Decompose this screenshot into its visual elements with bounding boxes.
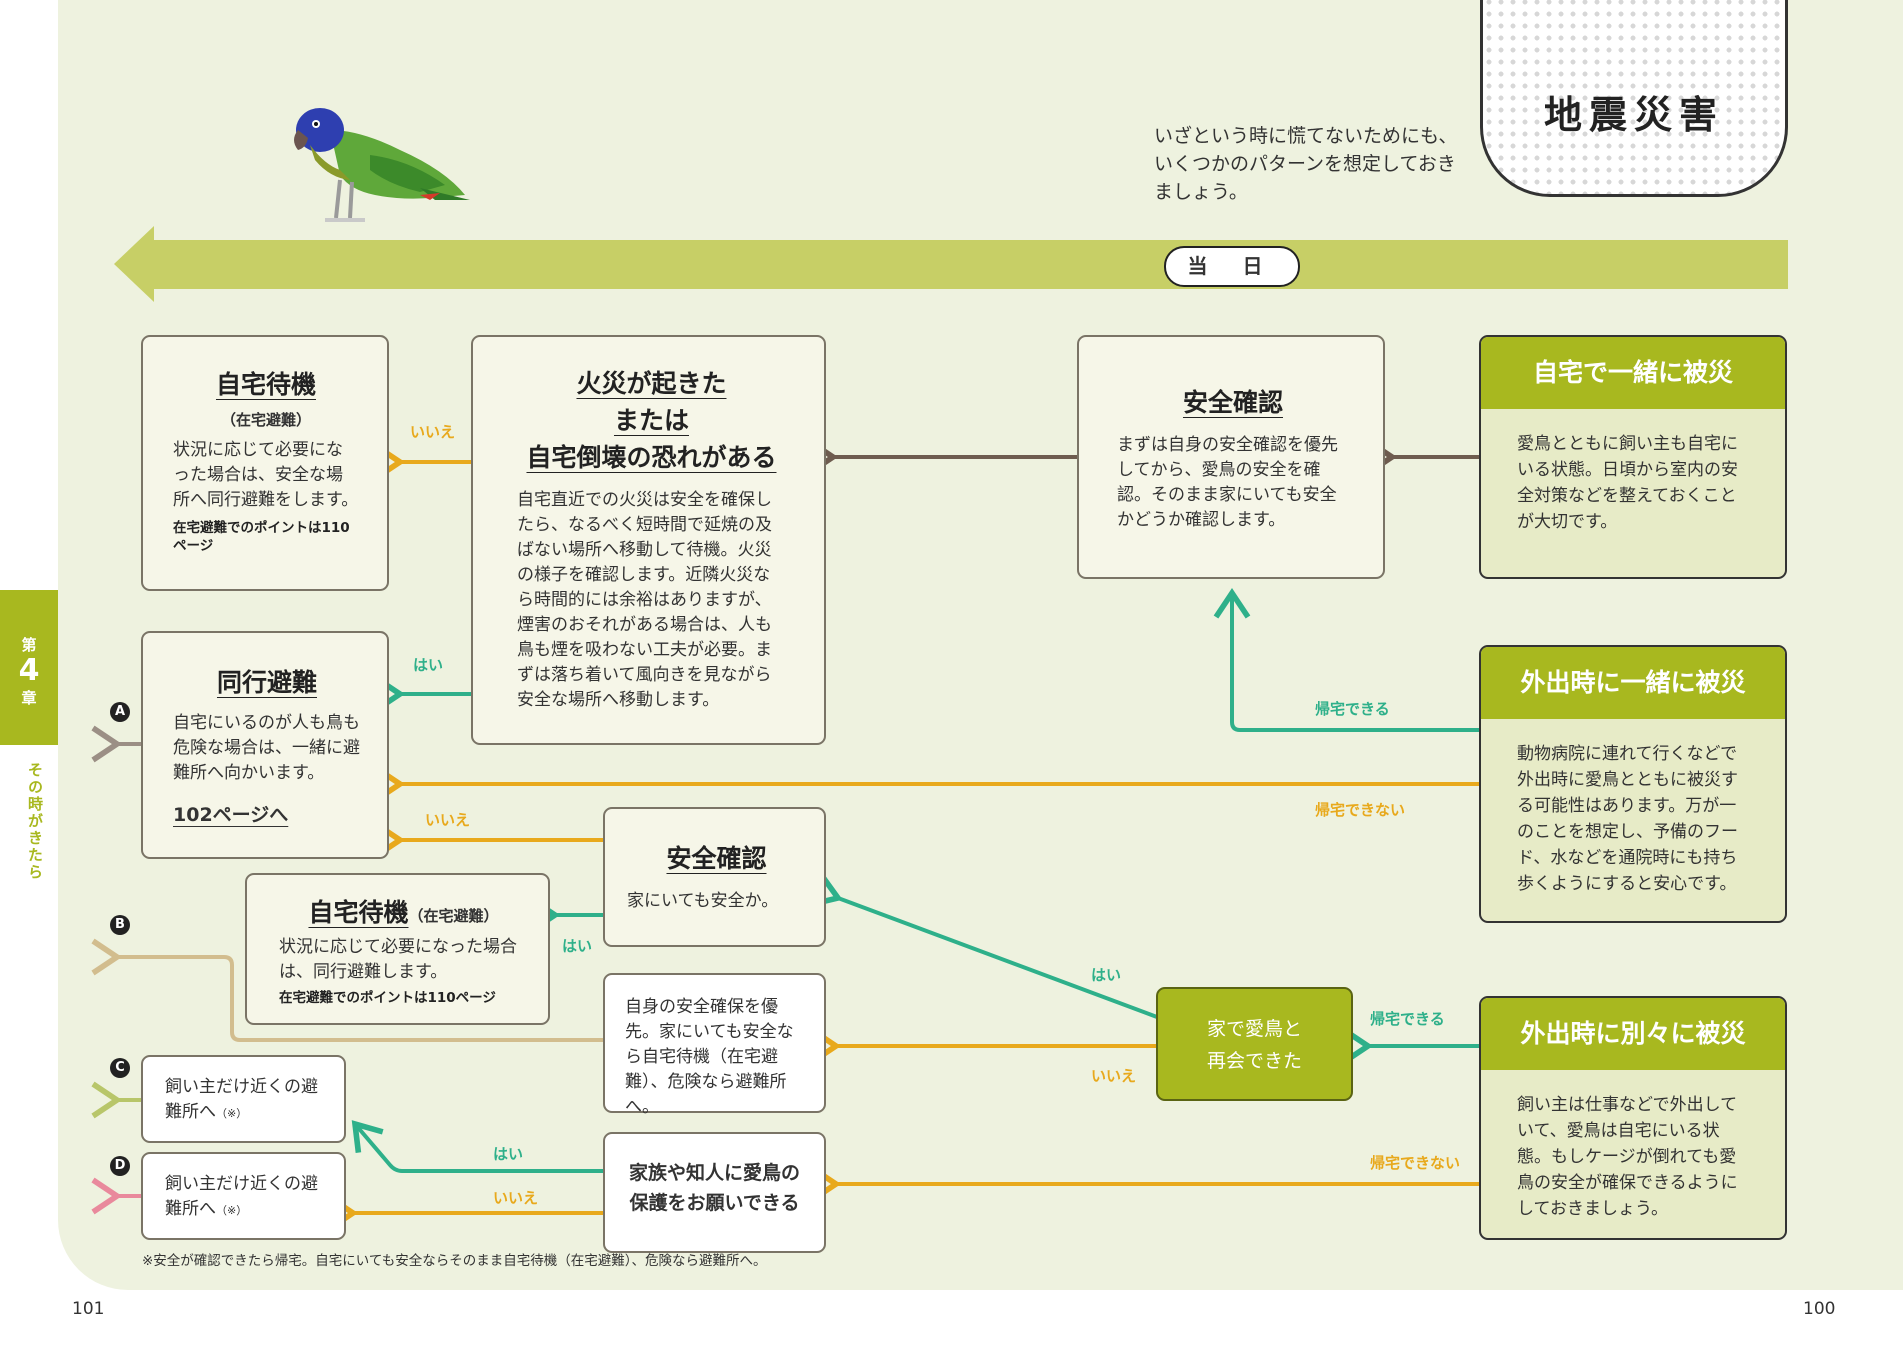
home-wait-note: 在宅避難でのポイントは110ページ (173, 520, 350, 554)
label-yes: はい (413, 656, 444, 674)
label-no: いいえ (493, 1189, 539, 1207)
shelter-c-mark: （※） (216, 1107, 248, 1120)
safety-check-text: まずは自身の安全確認を優先してから、愛鳥の安全を確認。そのまま家にいても安全かど… (1117, 435, 1338, 530)
fire-text: 自宅直近での火災は安全を確保したら、なるべく短時間で延焼の及ばない場所へ移動して… (517, 490, 772, 710)
home-wait-2-box: 自宅待機（在宅避難） 状況に応じて必要になった場合は、同行避難します。 在宅避難… (245, 873, 550, 1025)
shelter-c-box: 飼い主だけ近くの避難所へ（※） (141, 1055, 346, 1143)
label-can-return: 帰宅できる (1315, 700, 1390, 718)
chapter-prefix: 第 (21, 636, 37, 654)
home-wait-2-sub: （在宅避難） (408, 907, 499, 925)
fire-title-1: 火災が起きた (576, 369, 727, 398)
scenario-outing-together: 外出時に一緒に被災 動物病院に連れて行くなどで外出時に愛鳥とともに被災する可能性… (1479, 645, 1787, 923)
fire-box: 火災が起きた または 自宅倒壊の恐れがある 自宅直近での火災は安全を確保したら、… (471, 335, 826, 745)
page-title: 地震災害 (1543, 93, 1724, 137)
scenario-text: 飼い主は仕事などで外出していて、愛鳥は自宅にいる状態。もしケージが倒れても愛鳥の… (1517, 1095, 1738, 1219)
marker-d: D (110, 1156, 130, 1176)
family-line-2: 保護をお願いできる (629, 1192, 800, 1214)
intro-text: いざという時に慌てないためにも、いくつかのパターンを想定しておきましょう。 (1154, 125, 1458, 203)
footnote: ※安全が確認できたら帰宅。自宅にいても安全ならそのまま自宅待機（在宅避難）、危険… (142, 1253, 767, 1269)
safety-check-mid-text: 家にいても安全か。 (627, 891, 779, 911)
safety-check-box: 安全確認 まずは自身の安全確認を優先してから、愛鳥の安全を確認。そのまま家にいて… (1077, 335, 1385, 579)
scenario-title: 自宅で一緒に被災 (1481, 337, 1785, 409)
shelter-d-mark: （※） (216, 1204, 248, 1217)
home-wait-sub: （在宅避難） (220, 411, 311, 429)
reunion-box: 家で愛鳥と 再会できた (1156, 987, 1353, 1101)
home-wait-2-title: 自宅待機 (308, 898, 409, 927)
page-number-left: 101 (72, 1299, 105, 1319)
home-wait-text: 状況に応じて必要になった場合は、安全な場所へ同行避難をします。 (173, 440, 359, 510)
label-can-return: 帰宅できる (1370, 1010, 1445, 1028)
chapter-tab[interactable]: 第 4 章 (0, 590, 58, 745)
marker-c: C (110, 1058, 130, 1078)
scenario-text: 愛鳥とともに飼い主も自宅にいる状態。日頃から室内の安全対策などを整えておくことが… (1517, 434, 1738, 532)
scenario-outing-separate: 外出時に別々に被災 飼い主は仕事などで外出していて、愛鳥は自宅にいる状態。もしケ… (1479, 996, 1787, 1240)
timeline-day-label: 当 日 (1164, 246, 1300, 287)
reunion-line-2: 再会できた (1206, 1050, 1302, 1072)
shelter-d-box: 飼い主だけ近くの避難所へ（※） (141, 1152, 346, 1240)
label-no: いいえ (1091, 1067, 1137, 1085)
timeline-bar (148, 240, 1788, 289)
safety-check-title: 安全確認 (1182, 388, 1283, 417)
evacuation-page-link[interactable]: 102ページへ (173, 804, 289, 826)
timeline-arrow-head (114, 226, 154, 302)
scenario-text: 動物病院に連れて行くなどで外出時に愛鳥とともに被災する可能性はあります。万が一の… (1517, 744, 1738, 894)
label-cannot-return: 帰宅できない (1370, 1154, 1461, 1172)
chapter-number: 4 (18, 653, 40, 688)
label-no: いいえ (425, 811, 471, 829)
safety-check-mid-box: 安全確認 家にいても安全か。 (603, 807, 826, 947)
scenario-title: 外出時に別々に被災 (1481, 998, 1785, 1070)
label-yes: はい (1091, 966, 1122, 984)
shelter-d-text: 飼い主だけ近くの避難所へ (165, 1174, 318, 1219)
evacuation-box: 同行避難 自宅にいるのが人も鳥も危険な場合は、一緒に避難所へ向かいます。 102… (141, 631, 389, 859)
safety-check-mid-title: 安全確認 (666, 844, 767, 873)
label-yes: はい (493, 1145, 524, 1163)
shelter-c-text: 飼い主だけ近くの避難所へ (165, 1077, 318, 1122)
home-wait-2-note: 在宅避難でのポイントは110ページ (279, 990, 496, 1006)
scenario-home-together: 自宅で一緒に被災 愛鳥とともに飼い主も自宅にいる状態。日頃から室内の安全対策など… (1479, 335, 1787, 579)
parrot-illustration (294, 108, 470, 222)
fire-title-3: 自宅倒壊の恐れがある (526, 443, 777, 472)
self-safety-box: 自身の安全確保を優先。家にいても安全なら自宅待機（在宅避難）、危険なら避難所へ。 (603, 973, 826, 1117)
chapter-suffix: 章 (21, 689, 37, 707)
label-no: いいえ (410, 423, 456, 441)
page-number-right: 100 (1803, 1299, 1836, 1319)
home-wait-title: 自宅待機 (215, 370, 316, 399)
fire-title-2: または (613, 406, 689, 435)
label-yes: はい (562, 937, 593, 955)
self-safety-text: 自身の安全確保を優先。家にいても安全なら自宅待機（在宅避難）、危険なら避難所へ。 (625, 997, 794, 1117)
marker-b: B (110, 915, 130, 935)
label-cannot-return: 帰宅できない (1315, 801, 1406, 819)
chapter-subtitle: その時がきたら (26, 762, 44, 881)
home-wait-2-text: 状況に応じて必要になった場合は、同行避難します。 (279, 937, 517, 982)
evacuation-title: 同行避難 (216, 668, 317, 697)
home-wait-box: 自宅待機 （在宅避難） 状況に応じて必要になった場合は、安全な場所へ同行避難をし… (141, 335, 389, 591)
marker-a: A (110, 702, 130, 722)
family-line-1: 家族や知人に愛鳥の (628, 1162, 800, 1184)
evacuation-text: 自宅にいるのが人も鳥も危険な場合は、一緒に避難所へ向かいます。 (173, 713, 360, 783)
reunion-line-1: 家で愛鳥と (1206, 1018, 1302, 1040)
scenario-title: 外出時に一緒に被災 (1481, 647, 1785, 719)
family-box: 家族や知人に愛鳥の 保護をお願いできる (603, 1132, 826, 1253)
title-tag: 地震災害 (1480, 0, 1788, 197)
